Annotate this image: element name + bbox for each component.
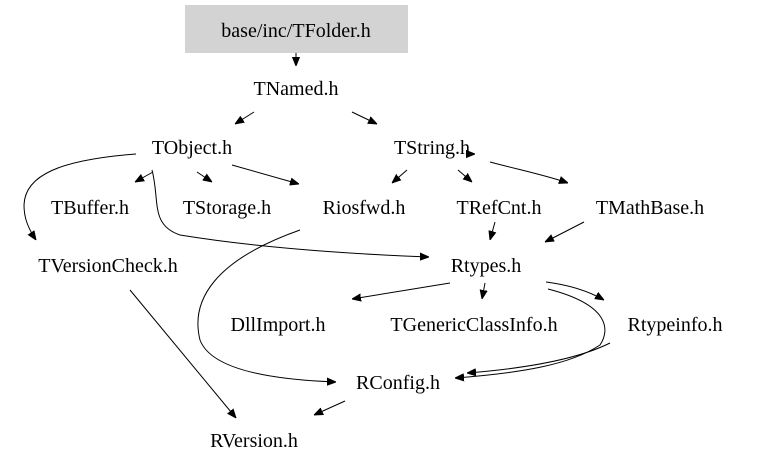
edge-tnamed-to-tstring	[351, 111, 377, 124]
node-tmathbase[interactable]: TMathBase.h	[596, 197, 704, 219]
node-riosfwd[interactable]: Riosfwd.h	[323, 197, 406, 219]
node-dllimport[interactable]: DllImport.h	[231, 314, 326, 336]
node-tversioncheck[interactable]: TVersionCheck.h	[38, 255, 177, 277]
node-tfolder[interactable]: base/inc/TFolder.h	[221, 20, 370, 42]
node-tstring[interactable]: TString.h	[394, 137, 470, 159]
node-tbuffer[interactable]: TBuffer.h	[51, 197, 129, 219]
node-trefcnt[interactable]: TRefCnt.h	[457, 197, 542, 219]
edge-tstring-to-riosfwd	[392, 169, 408, 183]
edge-tstring-to-trefcnt	[457, 169, 472, 182]
edge-riosfwd-to-rconfig	[197, 229, 336, 382]
edge-rtypes-to-tgenericclassinfo	[482, 282, 485, 299]
edge-tversioncheck-to-rversion	[129, 289, 236, 418]
edge-tobject-to-tbuffer	[135, 171, 154, 182]
edge-rtypes-to-rtypeinfo	[545, 281, 604, 300]
edge-tobject-to-tstorage	[196, 171, 212, 182]
edge-rtypeinfo-to-rconfig	[467, 342, 611, 373]
node-rversion[interactable]: RVersion.h	[210, 430, 298, 452]
nodes-layer: base/inc/TFolder.h TNamed.h TObject.h TS…	[38, 5, 723, 452]
edge-trefcnt-to-rtypes	[490, 221, 495, 240]
node-tgenericclassinfo[interactable]: TGenericClassInfo.h	[390, 314, 557, 336]
edge-rconfig-to-rversion	[314, 400, 346, 415]
node-tnamed[interactable]: TNamed.h	[254, 78, 339, 100]
edge-tnamed-to-tobject	[235, 111, 255, 124]
node-rtypes[interactable]: Rtypes.h	[451, 255, 522, 277]
node-tobject[interactable]: TObject.h	[152, 137, 232, 159]
node-rconfig[interactable]: RConfig.h	[356, 372, 440, 394]
edges-layer	[23, 53, 611, 418]
edge-rtypes-to-rconfig	[455, 288, 606, 378]
root-node-background	[185, 5, 408, 53]
edge-tobject-to-tversioncheck	[23, 153, 137, 240]
edge-tobject-to-riosfwd	[231, 164, 299, 184]
edge-tobject-to-rtypes	[151, 169, 429, 257]
edge-rtypes-to-dllimport	[352, 282, 451, 299]
edge-tmathbase-to-rtypes	[545, 221, 585, 242]
edge-tstring-to-tmathbase	[489, 161, 568, 183]
node-tstorage[interactable]: TStorage.h	[183, 197, 271, 219]
node-rtypeinfo[interactable]: Rtypeinfo.h	[628, 314, 723, 336]
